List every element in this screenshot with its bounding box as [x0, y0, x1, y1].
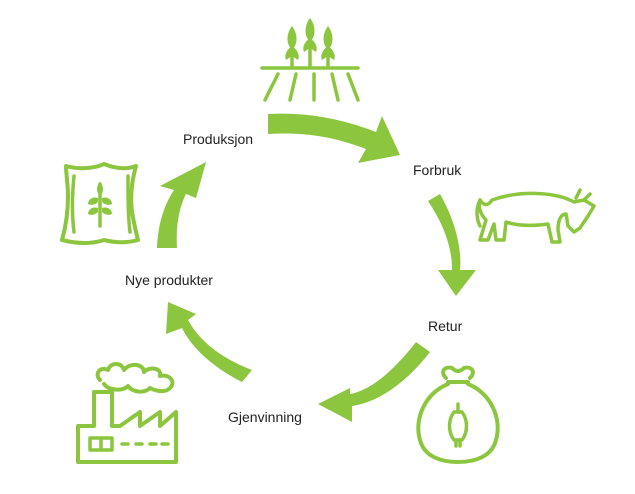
label-gjenvinning: Gjenvinning: [228, 409, 302, 425]
arrow-gjenvinning-to-nye-produkter: [166, 302, 252, 382]
label-forbruk: Forbruk: [413, 162, 462, 178]
grain-sack-icon: [60, 162, 140, 245]
waste-bag-icon: [416, 365, 500, 464]
cow-icon: [475, 188, 596, 244]
arrow-retur-to-gjenvinning: [318, 342, 430, 422]
arrow-forbruk-to-retur: [428, 194, 476, 296]
label-produksjon: Produksjon: [183, 131, 254, 147]
wheat-field-icon: [260, 18, 360, 102]
factory-icon: [76, 362, 178, 464]
arrow-nye-produkter-to-produksjon: [157, 162, 206, 248]
arrow-produksjon-to-forbruk: [268, 113, 400, 163]
label-nye-produkter: Nye produkter: [125, 272, 213, 288]
label-retur: Retur: [428, 318, 463, 334]
